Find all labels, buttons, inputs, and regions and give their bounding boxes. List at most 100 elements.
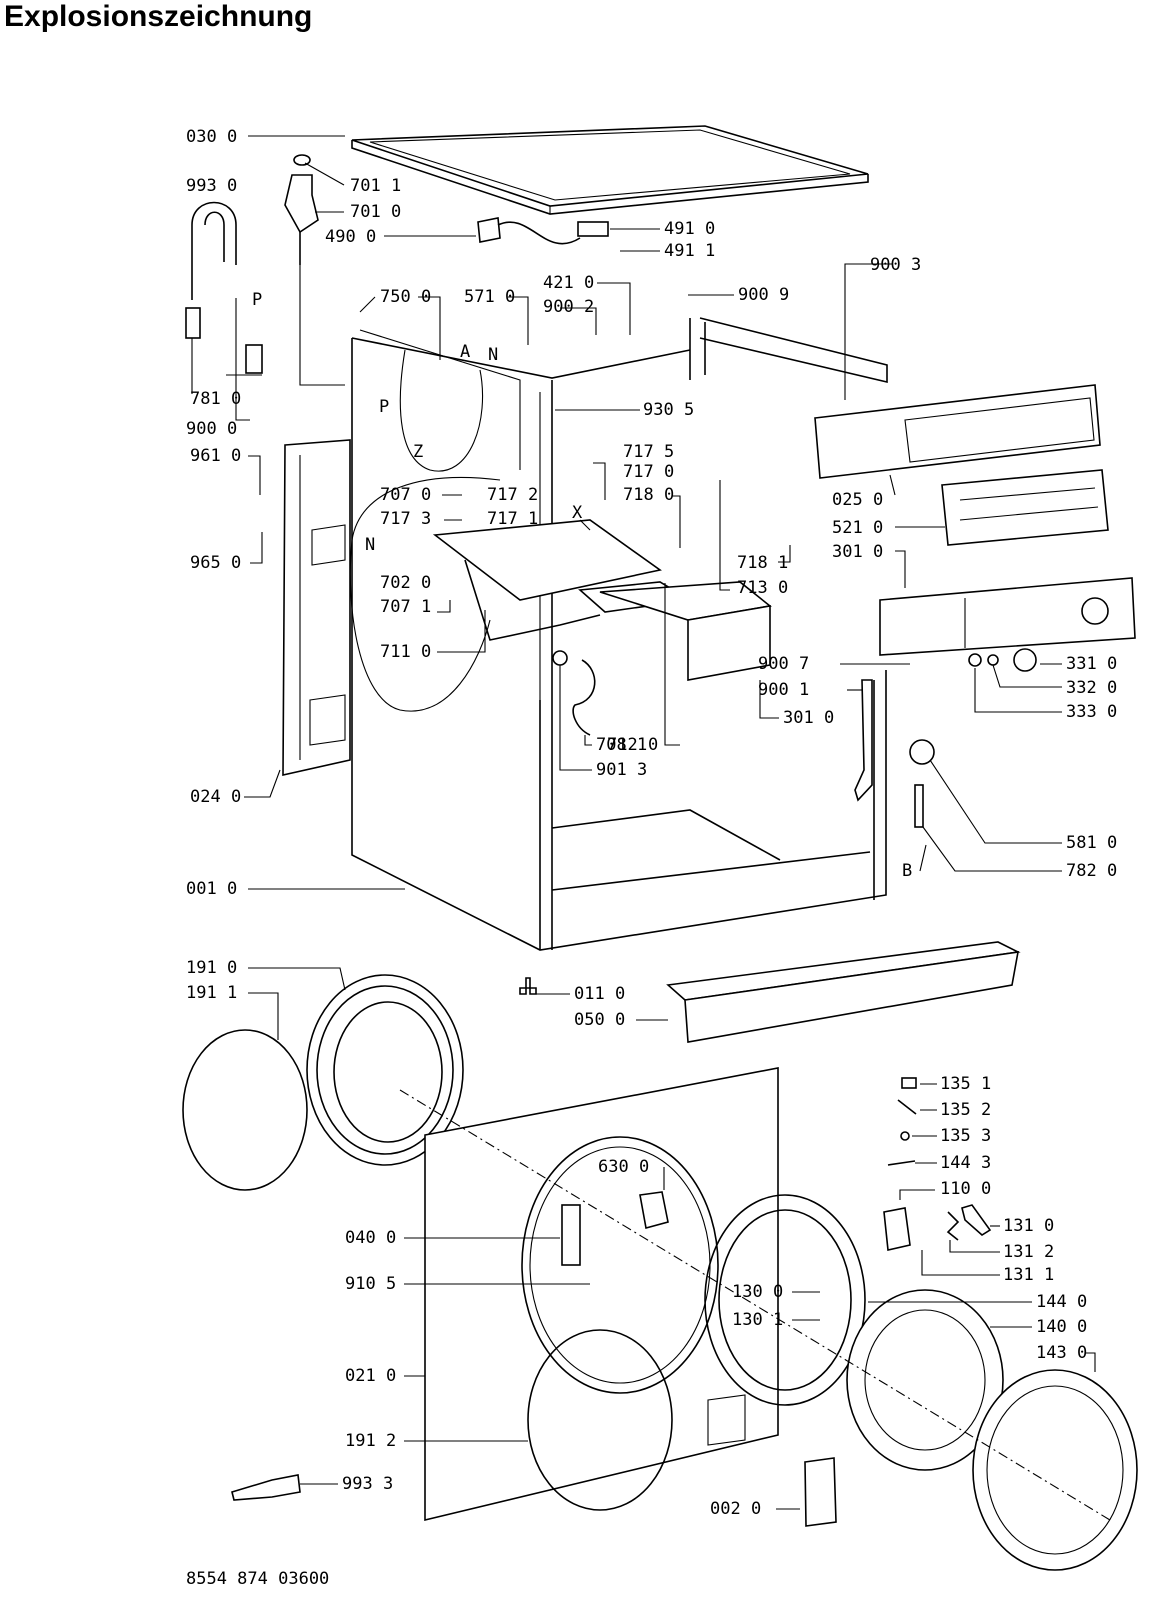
part-label: 191 2 xyxy=(345,1431,396,1451)
drawer-housing-part xyxy=(432,519,693,641)
detergent-zone-outline xyxy=(349,477,501,712)
clamp-191-2-part xyxy=(527,1329,673,1511)
part-label: X xyxy=(572,503,583,523)
part-label: B xyxy=(902,861,912,881)
part-label: 025 0 xyxy=(832,490,883,510)
part-label: 030 0 xyxy=(186,127,237,147)
door-frame-part xyxy=(704,1194,866,1406)
plinth-part xyxy=(666,941,1021,1043)
bracket-002-part xyxy=(804,1457,837,1527)
part-label: 718 1 xyxy=(737,553,788,573)
part-label: 131 0 xyxy=(1003,1216,1054,1236)
part-label: 718 0 xyxy=(623,485,674,505)
part-label: 331 0 xyxy=(1066,654,1117,674)
part-label: 301 0 xyxy=(783,708,834,728)
part-label: 131 1 xyxy=(1003,1265,1054,1285)
part-label: 717 1 xyxy=(487,509,538,529)
control-panel-part xyxy=(879,577,1136,672)
part-label: 130 1 xyxy=(732,1310,783,1330)
part-label: P xyxy=(379,397,389,417)
assembly-axis-line xyxy=(399,1089,1111,1521)
part-label: 024 0 xyxy=(190,787,241,807)
mains-cable-part xyxy=(477,217,609,245)
part-label: 002 0 xyxy=(710,1499,761,1519)
door-ring-part xyxy=(972,1369,1138,1571)
part-label: 707 0 xyxy=(380,485,431,505)
spanner-part xyxy=(231,1474,301,1501)
door-lock-bracket-part xyxy=(854,679,873,802)
part-label: 630 0 xyxy=(598,1157,649,1177)
part-label: 900 7 xyxy=(758,654,809,674)
part-label: 900 2 xyxy=(543,297,594,317)
part-label: 993 0 xyxy=(186,176,237,196)
part-label: 301 0 xyxy=(832,542,883,562)
part-label: 191 1 xyxy=(186,983,237,1003)
door-seal-part xyxy=(306,974,464,1166)
electronic-board-part xyxy=(941,469,1109,546)
part-label: 717 2 xyxy=(487,485,538,505)
part-labels: 030 0 701 1 993 0 701 0 490 0 491 0 491 … xyxy=(186,127,1117,1519)
part-label: 717 0 xyxy=(623,462,674,482)
part-label: 191 0 xyxy=(186,958,237,978)
part-label: 135 3 xyxy=(940,1126,991,1146)
part-label: 490 0 xyxy=(325,227,376,247)
part-label: 143 0 xyxy=(1036,1343,1087,1363)
part-label: 701 1 xyxy=(350,176,401,196)
part-label: 708 1 xyxy=(596,735,647,755)
front-panel-part xyxy=(424,1067,779,1522)
part-label: 521 0 xyxy=(832,518,883,538)
part-label: 130 0 xyxy=(732,1282,783,1302)
part-label: 717 5 xyxy=(623,442,674,462)
part-label: 993 3 xyxy=(342,1474,393,1494)
drawer-hose-part xyxy=(552,650,596,736)
part-label: 782 0 xyxy=(1066,861,1117,881)
clamp-191-1-part xyxy=(182,1029,308,1191)
part-label: 491 1 xyxy=(664,241,715,261)
part-label: N xyxy=(365,535,375,555)
hose-993-part xyxy=(185,201,263,376)
part-label: 144 0 xyxy=(1036,1292,1087,1312)
page-title: Explosionszeichnung xyxy=(4,0,313,33)
hinge-part xyxy=(883,1204,992,1251)
part-label: 900 0 xyxy=(186,419,237,439)
part-label: 332 0 xyxy=(1066,678,1117,698)
detergent-drawer-part xyxy=(599,581,772,681)
part-label: 040 0 xyxy=(345,1228,396,1248)
part-label: 781 0 xyxy=(190,389,241,409)
leader-lines xyxy=(191,135,1096,1510)
document-number: 8554 874 03600 xyxy=(186,1569,329,1589)
part-label: P xyxy=(252,290,262,310)
part-label: 001 0 xyxy=(186,879,237,899)
part-label: 707 1 xyxy=(380,597,431,617)
part-label: 571 0 xyxy=(464,287,515,307)
part-label: 711 0 xyxy=(380,642,431,662)
part-label: 050 0 xyxy=(574,1010,625,1030)
part-label: 713 0 xyxy=(737,578,788,598)
foot-part xyxy=(519,977,537,995)
part-label: 712 0 xyxy=(607,735,658,755)
part-label: 701 0 xyxy=(350,202,401,222)
part-label: 491 0 xyxy=(664,219,715,239)
part-label: 421 0 xyxy=(543,273,594,293)
part-label: 717 3 xyxy=(380,509,431,529)
fasteners-part xyxy=(887,1077,917,1166)
part-label: 910 5 xyxy=(345,1274,396,1294)
part-label: 144 3 xyxy=(940,1153,991,1173)
part-label: 750 0 xyxy=(380,287,431,307)
part-label: 135 1 xyxy=(940,1074,991,1094)
part-label: 011 0 xyxy=(574,984,625,1004)
part-label: 140 0 xyxy=(1036,1317,1087,1337)
part-label: 961 0 xyxy=(190,446,241,466)
valve-701-part xyxy=(284,154,319,265)
back-panel-part xyxy=(282,439,351,777)
top-cover-part xyxy=(351,125,869,215)
part-label: 581 0 xyxy=(1066,833,1117,853)
part-label: 901 3 xyxy=(596,760,647,780)
part-label: 900 3 xyxy=(870,255,921,275)
part-label: 333 0 xyxy=(1066,702,1117,722)
control-frame-part xyxy=(814,384,1101,479)
part-label: 702 0 xyxy=(380,573,431,593)
part-label: 110 0 xyxy=(940,1179,991,1199)
detergent-outline-upper xyxy=(399,349,484,472)
